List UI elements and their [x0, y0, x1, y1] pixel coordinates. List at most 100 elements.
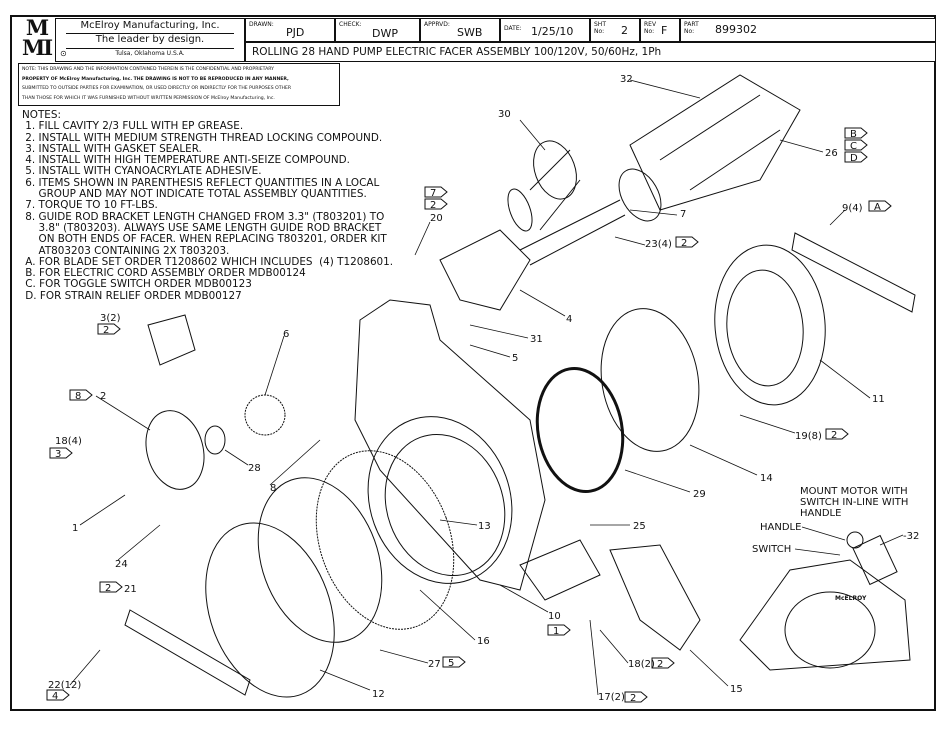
callout-9: 9(4) [842, 203, 863, 214]
callout-1: 1 [72, 523, 78, 534]
callout-17: 17(2) [598, 692, 625, 703]
inset-view [739, 531, 911, 671]
note-flag [49, 447, 73, 459]
note-flag-label: 2 [681, 238, 687, 249]
sheet-cell: SHT No:2 [590, 18, 640, 42]
note-flag-label: A [874, 202, 881, 213]
company-name: McElroy Manufacturing, Inc. [80, 20, 220, 31]
inset-caption-line: HANDLE [800, 508, 841, 519]
callout-32: 32 [620, 74, 633, 85]
note-flag-label: 3 [55, 449, 61, 460]
callout-2: 2 [100, 391, 106, 402]
note-flag [825, 428, 849, 440]
note-flag-label: 7 [430, 188, 436, 199]
check-label: CHECK: [339, 21, 362, 28]
date-value: 1/25/10 [531, 25, 574, 38]
motor-part [519, 74, 801, 266]
plate-part [257, 477, 383, 643]
callout-29: 29 [693, 489, 706, 500]
callout-7: 7 [680, 209, 686, 220]
leader-lines [69, 79, 904, 696]
drawn-label: DRAWN: [249, 21, 274, 28]
inset-caption-line: MOUNT MOTOR WITH [800, 486, 908, 497]
callout-25: 25 [633, 521, 646, 532]
part-label: PART No: [684, 21, 699, 35]
inset-caption-line: SWITCH IN-LINE WITH [800, 497, 908, 508]
callout-13: 13 [478, 521, 491, 532]
drawing-border [10, 15, 936, 711]
callout-labels: 32 30 26 9(4) 20 7 23(4) 4 31 5 3(2) 6 2… [48, 74, 919, 703]
note-flag-label: 5 [448, 658, 454, 669]
note-flag-label: 1 [553, 626, 559, 637]
callout-8: 8 [270, 483, 276, 494]
note-flag-label: 2 [831, 430, 837, 441]
housing-part [354, 229, 546, 591]
apprvd-cell: APPRVD: SWB [420, 18, 500, 42]
blade-disc-part [205, 522, 335, 698]
note-flag [442, 656, 466, 668]
note-flag [69, 389, 93, 401]
callout-4: 4 [566, 314, 572, 325]
callout-5: 5 [512, 353, 518, 364]
company-location: Tulsa, Oklahoma U.S.A. [115, 50, 185, 57]
note-flag [46, 689, 70, 701]
callout-18-2: 18(2) [628, 659, 655, 670]
note-flag [97, 323, 121, 335]
note-flag [844, 151, 868, 163]
callout-26: 26 [825, 148, 838, 159]
inset-switch-label: SWITCH [752, 544, 791, 555]
date-label: DATE: [504, 25, 522, 32]
inset-labels: MOUNT MOTOR WITH SWITCH IN-LINE WITH HAN… [752, 486, 908, 602]
note-flag-label: B [850, 129, 857, 140]
sprocket-ring-part [315, 450, 455, 630]
note-flag-label: 2 [430, 200, 436, 211]
part-cell: PART No:899302 [680, 18, 936, 42]
callout-14: 14 [760, 473, 773, 484]
callout-16: 16 [477, 636, 490, 647]
callout-10: 10 [548, 611, 561, 622]
note-flag [868, 200, 892, 212]
callout-22: 22(12) [48, 680, 81, 691]
blade-set-part [124, 609, 251, 696]
note-flag [424, 186, 448, 198]
check-cell: CHECK: DWP [335, 18, 420, 42]
note-flag [844, 127, 868, 139]
bearing-part [204, 425, 226, 455]
sheet-label: SHT No: [594, 21, 606, 35]
callout-15: 15 [730, 684, 743, 695]
rev-cell: REV No: F [640, 18, 680, 42]
note-flag [651, 657, 675, 669]
bracket-part [147, 314, 196, 366]
callout-21: 21 [124, 584, 137, 595]
rev-value: F [661, 24, 668, 37]
note-flag-label: 2 [630, 693, 636, 704]
note-flag-label: 2 [105, 583, 111, 594]
callout-19: 19(8) [795, 431, 822, 442]
callout-11: 11 [872, 394, 885, 405]
apprvd-value: SWB [457, 26, 483, 39]
notice-line: SUBMITTED TO OUTSIDE PARTIES FOR EXAMINA… [22, 86, 292, 91]
note-flag [624, 691, 648, 703]
gasket-part [600, 308, 700, 452]
drawing-title-cell: ROLLING 28 HAND PUMP ELECTRIC FACER ASSE… [245, 42, 936, 62]
apprvd-label: APPRVD: [424, 21, 450, 28]
rev-label: REV No: [644, 21, 657, 35]
date-cell: DATE: 1/25/10 [500, 18, 590, 42]
note-flag-label: 8 [75, 391, 81, 402]
registered-icon: ⊙ [60, 49, 67, 58]
note-flag-label: 2 [657, 659, 663, 670]
note-flag-label: 2 [103, 325, 109, 336]
blade-part [791, 232, 916, 313]
cover-part [714, 244, 826, 406]
inset-handle-label: HANDLE [760, 522, 801, 533]
check-value: DWP [372, 27, 398, 40]
seal-ring-part [535, 367, 625, 493]
note-flag [99, 581, 123, 593]
flange-part [145, 410, 205, 490]
sprocket-part [244, 394, 286, 436]
note-flag [424, 198, 448, 210]
callout-3: 3(2) [100, 313, 121, 324]
